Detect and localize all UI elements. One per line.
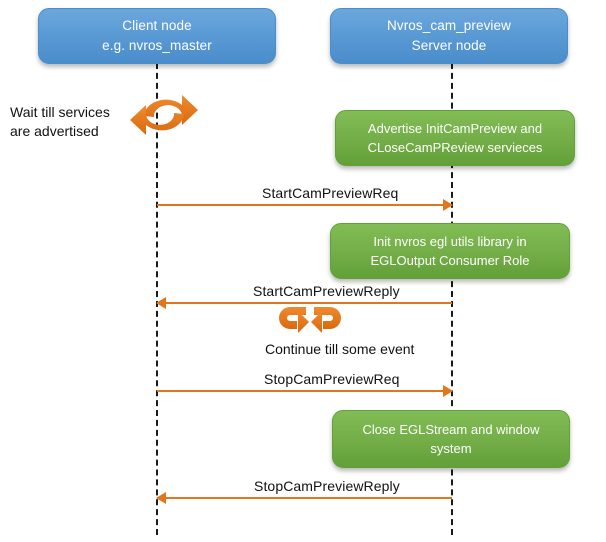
action-advertise-line2: CLoseCamPReview servieces [367,140,543,155]
arrowhead-left-icon [156,297,166,309]
participant-box-server[interactable]: Nvros_cam_preview Server node [330,8,568,64]
action-close-egl-line1: Close EGLStream and window [362,421,540,437]
horizontal-loop-icon [276,303,344,333]
action-advertise-text: Advertise InitCamPreview and CLoseCamPRe… [368,119,543,158]
note-wait-services: Wait till services are advertised [10,103,135,141]
participant-server-title-line1: Nvros_cam_preview [387,18,511,34]
participant-box-client[interactable]: Client node e.g. nvros_master [38,8,276,64]
message-shaft [157,390,452,392]
participant-server-title-line2: Server node [411,38,487,53]
message-shaft [157,302,452,304]
action-box-advertise[interactable]: Advertise InitCamPreview and CLoseCamPRe… [335,110,575,166]
arrowhead-right-icon [443,385,453,397]
action-init-egl-line2: EGLOutput Consumer Role [370,253,530,268]
circular-loop-icon [128,86,200,144]
message-label-start-req: StartCamPreviewReq [262,185,399,201]
participant-client-title-line1: Client node [122,18,192,34]
action-init-egl-text: Init nvros egl utils library in EGLOutpu… [371,232,530,271]
arrowhead-left-icon [156,492,166,504]
action-close-egl-line2: system [430,441,472,456]
message-label-start-reply: StartCamPreviewReply [253,283,400,299]
note-continue-event: Continue till some event [265,341,415,357]
action-close-egl-text: Close EGLStream and window system [362,420,539,459]
note-wait-services-line1: Wait till services [10,104,110,120]
message-shaft [157,497,452,499]
note-wait-services-line2: are advertised [10,122,99,139]
action-box-init-egl[interactable]: Init nvros egl utils library in EGLOutpu… [330,223,570,279]
action-init-egl-line1: Init nvros egl utils library in [373,233,527,249]
participant-client-title-line2: e.g. nvros_master [102,38,212,53]
message-label-stop-req: StopCamPreviewReq [264,371,400,387]
message-shaft [157,204,452,206]
message-label-stop-reply: StopCamPreviewReply [254,478,400,494]
action-box-close-egl[interactable]: Close EGLStream and window system [332,410,570,468]
action-advertise-line1: Advertise InitCamPreview and [367,120,543,136]
arrowhead-right-icon [443,199,453,211]
lifeline-server [451,63,453,535]
